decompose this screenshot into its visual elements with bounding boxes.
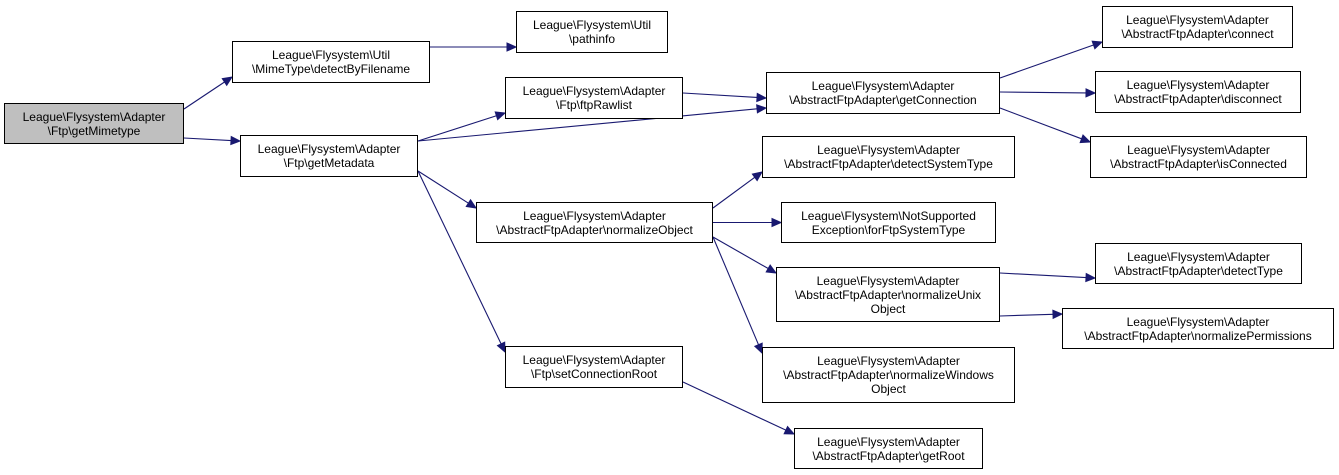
arrowhead-getConnection-to-connect [1091, 40, 1104, 50]
node-forFtpSystemType[interactable]: League\Flysystem\NotSupported Exception\… [781, 202, 996, 243]
arrowhead-getConnection-to-disconnect [1085, 88, 1097, 98]
node-detectType[interactable]: League\Flysystem\Adapter \AbstractFtpAda… [1095, 243, 1302, 284]
node-label-line: League\Flysystem\Adapter [22, 109, 166, 124]
node-label-line: League\Flysystem\Adapter [816, 273, 960, 288]
node-disconnect[interactable]: League\Flysystem\Adapter \AbstractFtpAda… [1095, 71, 1301, 113]
node-label-line: League\Flysystem\NotSupported [801, 208, 976, 223]
node-label-line: League\Flysystem\Adapter [817, 434, 960, 449]
node-normalizeObject[interactable]: League\Flysystem\Adapter \AbstractFtpAda… [476, 202, 713, 243]
node-label-line: League\Flysystem\Adapter [523, 208, 666, 223]
node-label-line: \AbstractFtpAdapter\detectSystemType [784, 157, 993, 171]
arrowhead-getMetadata-to-ftpRawlist [494, 111, 507, 121]
node-label-line: \AbstractFtpAdapter\normalizeObject [496, 222, 693, 237]
node-label-line: \AbstractFtpAdapter\disconnect [1114, 92, 1282, 106]
edge-getMetadata-to-getConnection [417, 108, 758, 142]
arrowhead-normalizeObject-to-forFtpSystemType [771, 217, 783, 228]
node-getConnection[interactable]: League\Flysystem\Adapter \AbstractFtpAda… [766, 72, 1000, 114]
node-getRoot[interactable]: League\Flysystem\Adapter \AbstractFtpAda… [794, 428, 983, 469]
node-label-line: League\Flysystem\Adapter [817, 354, 960, 368]
node-label-line: League\Flysystem\Adapter [1127, 143, 1270, 157]
arrowhead-ftpRawlist-to-getConnection [756, 92, 768, 103]
node-detectByFilename[interactable]: League\Flysystem\Util \MimeType\detectBy… [232, 41, 430, 83]
node-label-line: \AbstractFtpAdapter\normalizeUnix [794, 287, 982, 302]
node-ftpRawlist[interactable]: League\Flysystem\Adapter \Ftp\ftpRawlist [505, 77, 683, 119]
edge-getMetadata-to-setConnectionRoot [417, 170, 502, 345]
edge-getConnection-to-disconnect [999, 91, 1087, 94]
node-label-line: \Ftp\setConnectionRoot [530, 367, 658, 381]
node-label-line: \AbstractFtpAdapter\getRoot [812, 448, 965, 463]
arrowhead-normalizeUnixObject-to-detectType [1085, 272, 1097, 283]
arrowhead-getMimetype-to-getMetadata [230, 135, 242, 146]
edge-normalizeObject-to-normalizeUnixObject [712, 236, 769, 270]
edge-getMetadata-to-normalizeObject [417, 170, 469, 204]
node-label-line: \AbstractFtpAdapter\getConnection [789, 93, 977, 107]
arrowhead-getMetadata-to-getConnection [756, 104, 768, 114]
edge-getMimetype-to-detectByFilename [183, 81, 225, 110]
arrowhead-normalizeUnixObject-to-normalizePermissions [1052, 309, 1064, 320]
node-label-line: League\Flysystem\Adapter [522, 84, 666, 98]
node-label-line: \AbstractFtpAdapter\connect [1121, 27, 1274, 41]
edge-getConnection-to-connect [999, 44, 1094, 79]
edge-normalizeObject-to-normalizeWindowsObject [712, 236, 760, 345]
node-normalizeUnixObject[interactable]: League\Flysystem\Adapter \AbstractFtpAda… [776, 267, 1000, 322]
node-label-line: League\Flysystem\Util [532, 18, 652, 32]
arrowhead-getMetadata-to-setConnectionRoot [496, 341, 506, 354]
node-label-line: League\Flysystem\Adapter [257, 142, 401, 156]
node-label-line: League\Flysystem\Adapter [811, 79, 955, 93]
node-connect[interactable]: League\Flysystem\Adapter \AbstractFtpAda… [1102, 6, 1293, 48]
node-label-line: Exception\forFtpSystemType [811, 222, 966, 237]
arrowhead-setConnectionRoot-to-getRoot [783, 425, 796, 435]
node-getMetadata[interactable]: League\Flysystem\Adapter \Ftp\getMetadat… [240, 135, 418, 177]
node-label-line: League\Flysystem\Adapter [1127, 249, 1270, 264]
node-label-line: League\Flysystem\Util [271, 48, 391, 62]
node-label-line: League\Flysystem\Adapter [522, 353, 666, 367]
arrowhead-getMimetype-to-detectByFilename [221, 76, 234, 87]
edge-getMetadata-to-ftpRawlist [417, 115, 497, 142]
node-label-line: League\Flysystem\Adapter [1126, 13, 1269, 27]
node-label-line: Object [871, 382, 906, 396]
node-label-line: League\Flysystem\Adapter [817, 143, 960, 157]
node-setConnectionRoot[interactable]: League\Flysystem\Adapter \Ftp\setConnect… [505, 346, 683, 388]
node-label-line: Object [870, 301, 906, 316]
arrowhead-getConnection-to-isConnected [1079, 134, 1092, 144]
node-label-line: \AbstractFtpAdapter\detectType [1114, 263, 1283, 278]
node-label-line: \AbstractFtpAdapter\isConnected [1110, 157, 1287, 171]
node-label-line: \AbstractFtpAdapter\normalizePermissions [1084, 328, 1312, 343]
node-label-line: \Ftp\getMetadata [283, 156, 375, 170]
arrowhead-getMetadata-to-normalizeObject [465, 198, 478, 209]
node-label-line: \AbstractFtpAdapter\normalizeWindows [783, 368, 994, 382]
edge-getConnection-to-isConnected [999, 107, 1082, 140]
edge-normalizeUnixObject-to-detectType [999, 272, 1087, 279]
edge-ftpRawlist-to-getConnection [682, 92, 758, 99]
node-label-line: League\Flysystem\Adapter [1126, 314, 1270, 329]
node-label-line: League\Flysystem\Adapter [1126, 78, 1270, 92]
node-label-line: \pathinfo [568, 32, 616, 46]
edge-normalizeUnixObject-to-normalizePermissions [999, 313, 1054, 317]
node-normalizeWindowsObject[interactable]: League\Flysystem\Adapter \AbstractFtpAda… [762, 347, 1015, 403]
edge-getMimetype-to-getMetadata [183, 137, 232, 142]
node-normalizePermissions[interactable]: League\Flysystem\Adapter \AbstractFtpAda… [1062, 308, 1334, 349]
node-label-line: \Ftp\ftpRawlist [555, 98, 633, 112]
arrowhead-detectByFilename-to-pathinfo [506, 42, 518, 52]
node-isConnected[interactable]: League\Flysystem\Adapter \AbstractFtpAda… [1090, 136, 1307, 178]
arrowhead-normalizeObject-to-normalizeUnixObject [765, 264, 778, 274]
arrowhead-normalizeObject-to-detectSystemType [751, 171, 763, 182]
edge-normalizeObject-to-detectSystemType [712, 176, 756, 209]
node-label-line: \Ftp\getMimetype [47, 123, 141, 138]
edge-setConnectionRoot-to-getRoot [682, 381, 787, 431]
node-getMimetype[interactable]: League\Flysystem\Adapter \Ftp\getMimetyp… [4, 103, 184, 144]
node-label-line: \MimeType\detectByFilename [251, 62, 411, 76]
node-detectSystemType[interactable]: League\Flysystem\Adapter \AbstractFtpAda… [762, 136, 1015, 178]
node-pathinfo[interactable]: League\Flysystem\Util \pathinfo [516, 11, 668, 53]
